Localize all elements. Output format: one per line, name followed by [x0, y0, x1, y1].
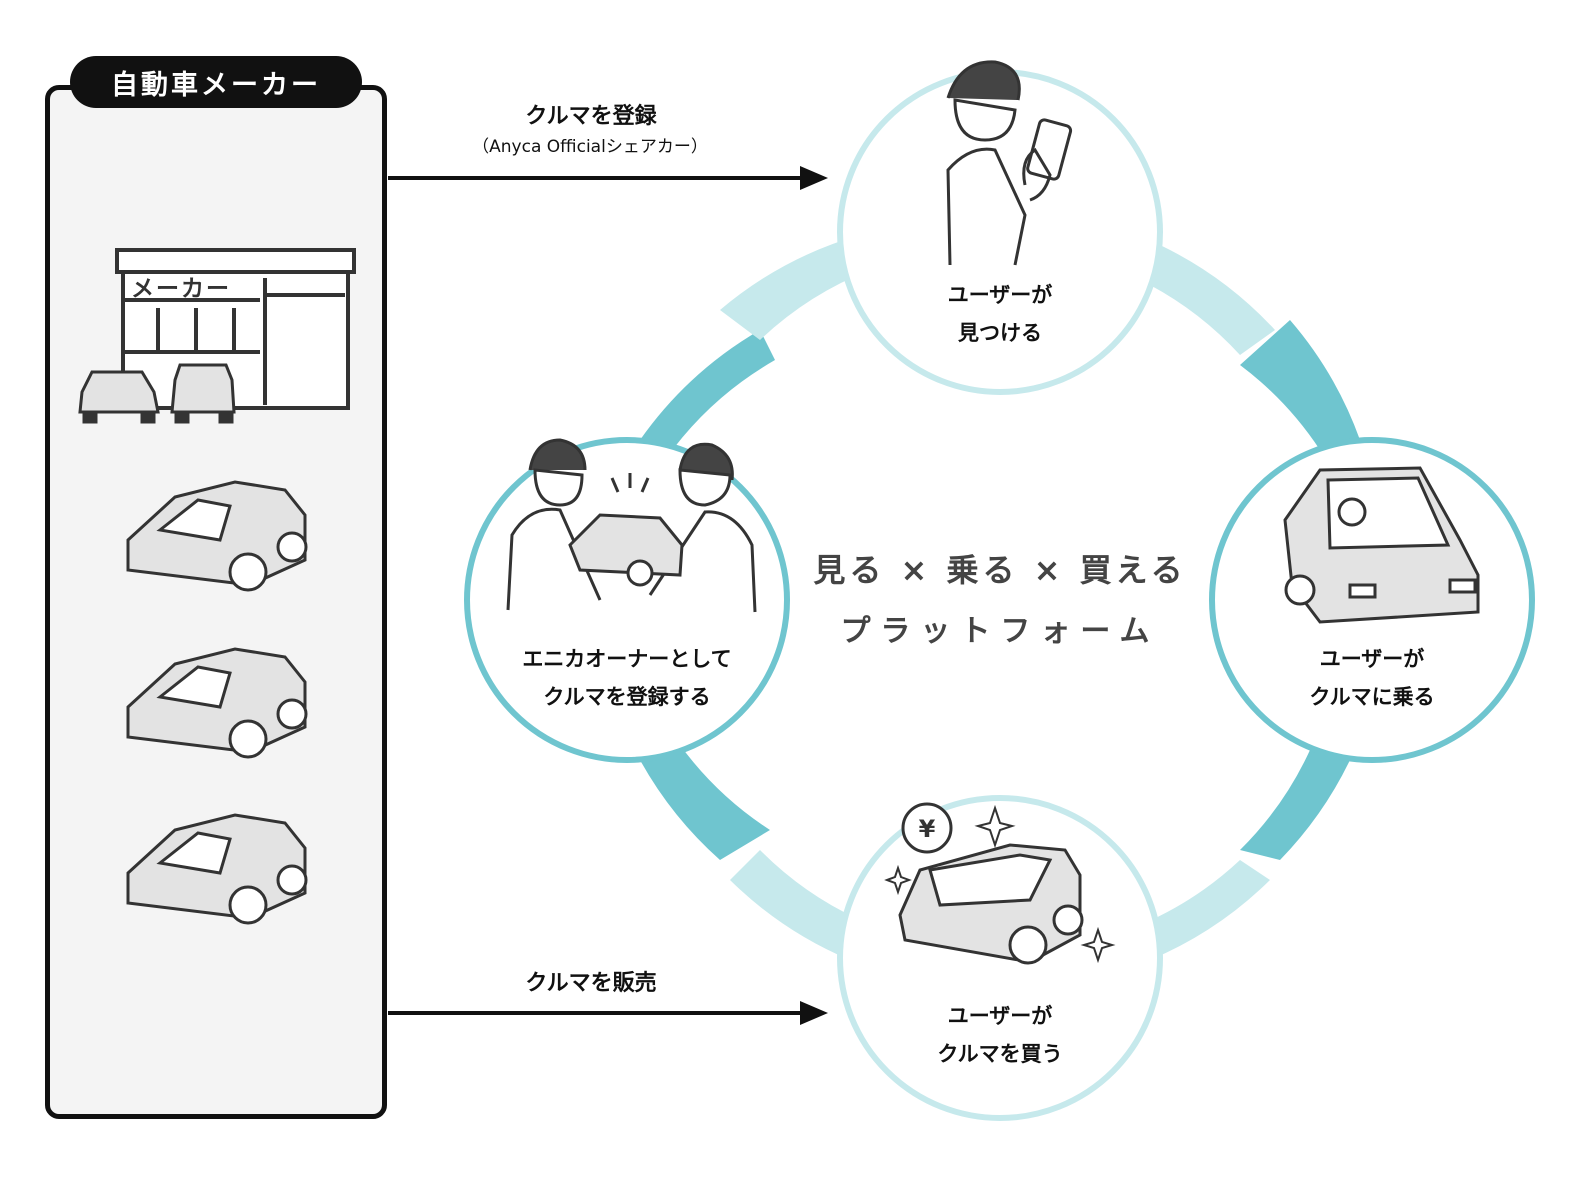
cycle-ring — [640, 235, 1360, 960]
node-ride-line2: クルマに乗る — [1309, 685, 1435, 709]
register-arrow — [388, 166, 828, 190]
center-title: 見る × 乗る × 買える — [813, 551, 1187, 589]
center-subtitle: プラットフォーム — [840, 614, 1160, 649]
sparkle-icon — [884, 804, 1116, 964]
register-arrow-label: クルマを登録 — [525, 104, 657, 129]
node-find-line1: ユーザーが — [947, 283, 1053, 307]
sell-arrow — [388, 1001, 828, 1025]
node-ride-label: ユーザーが クルマに乗る — [1252, 640, 1492, 716]
person-phone-icon — [946, 60, 1073, 266]
car-coin-icon — [898, 802, 1084, 965]
node-owner-line1: エニカオーナーとして — [522, 647, 732, 671]
node-owner-circle — [464, 437, 790, 763]
node-buy-line1: ユーザーが — [947, 1004, 1053, 1028]
node-find-label: ユーザーが 見つける — [880, 276, 1120, 352]
node-owner-label: エニカオーナーとして クルマを登録する — [487, 640, 767, 716]
node-ride-line1: ユーザーが — [1319, 647, 1425, 671]
node-owner-line2: クルマを登録する — [543, 685, 711, 709]
sell-arrow-label: クルマを販売 — [525, 971, 657, 996]
maker-label: 自動車メーカー — [70, 56, 362, 108]
node-buy-label: ユーザーが クルマを買う — [880, 997, 1120, 1073]
node-buy-line2: クルマを買う — [937, 1042, 1063, 1066]
node-find-line2: 見つける — [958, 321, 1042, 345]
handshake-car-icon — [506, 438, 757, 613]
car-driver-icon — [1283, 466, 1480, 624]
yen-coin-icon: ¥ — [919, 815, 936, 843]
register-arrow-sublabel: （Anyca Officialシェアカー） — [472, 137, 708, 157]
maker-panel — [45, 85, 387, 1119]
